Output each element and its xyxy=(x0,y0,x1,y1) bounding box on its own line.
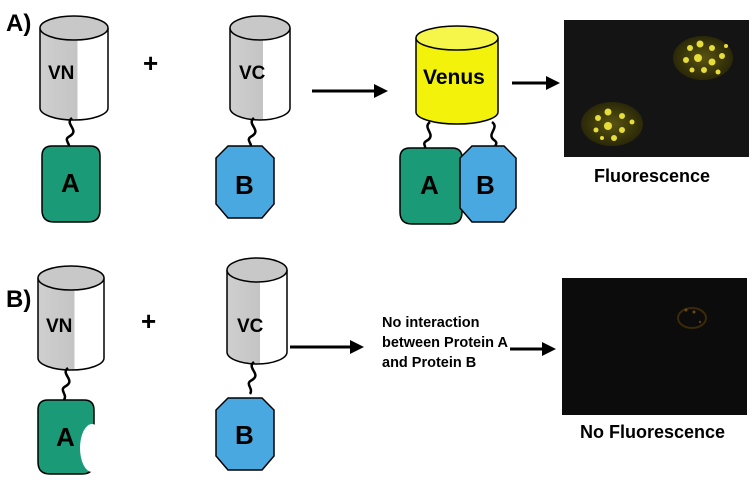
vc-fragment-b xyxy=(226,257,288,365)
protein-a-label-b: A xyxy=(56,422,75,452)
protein-b-label-complex: B xyxy=(476,170,495,200)
protein-a-label-complex: A xyxy=(420,170,439,200)
panel-a-label: A) xyxy=(6,10,32,37)
protein-b-a xyxy=(215,145,275,219)
arrow-a1 xyxy=(312,84,388,98)
vn-fragment-b xyxy=(37,265,105,371)
protein-a-mutant xyxy=(37,399,104,475)
protein-a-label-a: A xyxy=(61,168,80,198)
linker-a3 xyxy=(422,121,432,151)
fluorescence-caption: Fluorescence xyxy=(594,166,711,186)
arrow-b2 xyxy=(510,342,556,356)
venus-complex xyxy=(415,25,499,125)
no-fluorescence-caption: No Fluorescence xyxy=(580,422,726,442)
vc-label-b: VC xyxy=(237,316,264,337)
protein-b-b xyxy=(215,397,275,471)
venus-label: Venus xyxy=(423,66,485,89)
micrograph-no-fluorescence xyxy=(562,278,747,415)
micrograph-fluorescence xyxy=(564,20,749,157)
protein-a-a xyxy=(41,145,101,223)
plus-sign-a: + xyxy=(143,48,159,78)
panel-b-label: B) xyxy=(6,286,32,313)
linker-a1 xyxy=(65,117,75,149)
vc-label-a: VC xyxy=(239,63,266,84)
vn-fragment-a xyxy=(39,15,109,121)
protein-b-label-a: B xyxy=(235,170,254,200)
linker-b2 xyxy=(247,361,257,395)
no-interaction-note: No interaction between Protein A and Pro… xyxy=(382,315,508,371)
vn-label-a: VN xyxy=(48,63,75,84)
protein-b-complex xyxy=(459,145,517,223)
vn-label-b: VN xyxy=(46,316,73,337)
vc-fragment-a xyxy=(229,15,291,121)
linker-b1 xyxy=(61,367,71,401)
protein-b-label-b: B xyxy=(235,420,254,450)
arrow-a2 xyxy=(512,76,560,90)
arrow-b1 xyxy=(290,340,364,354)
protein-a-complex xyxy=(399,147,463,225)
plus-sign-b: + xyxy=(141,306,157,336)
linker-a2 xyxy=(247,117,257,149)
binding-site-defect xyxy=(80,424,104,472)
